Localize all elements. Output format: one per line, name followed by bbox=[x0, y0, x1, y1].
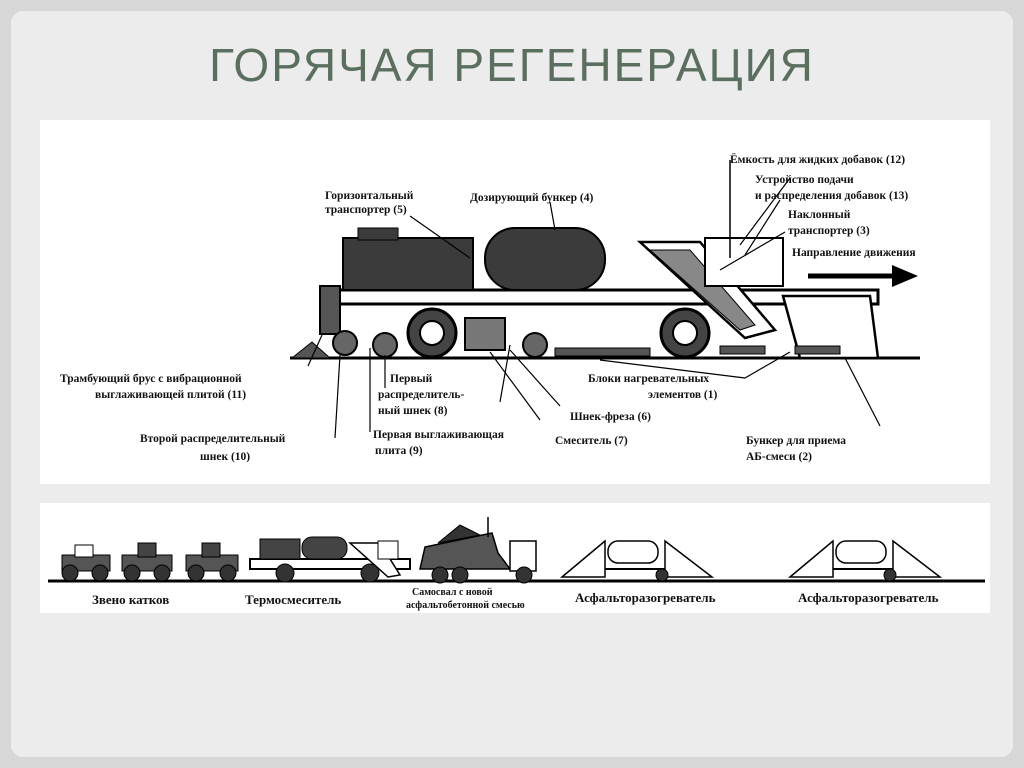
label-first-auger-1: Первый bbox=[390, 373, 433, 385]
label-rollers: Звено катков bbox=[92, 592, 169, 607]
mixer-auger bbox=[522, 332, 548, 358]
asphalt-heater-2 bbox=[787, 539, 943, 582]
label-direction: Направление движения bbox=[792, 247, 916, 259]
label-inclined-conveyor-2: транспортер (3) bbox=[788, 225, 870, 237]
label-heater-1: Асфальторазогреватель bbox=[575, 590, 716, 605]
label-receiving-hopper-1: Бункер для приема bbox=[746, 435, 846, 447]
label-thermomixer: Термосмеситель bbox=[245, 592, 341, 607]
roller-3 bbox=[185, 542, 239, 582]
label-second-auger-2: шнек (10) bbox=[200, 451, 250, 463]
label-feed-device-2: и распределения добавок (13) bbox=[755, 190, 908, 202]
label-inclined-conveyor-1: Наклонный bbox=[788, 209, 851, 221]
screed-auger-2 bbox=[372, 332, 398, 358]
leader-lines bbox=[307, 177, 881, 439]
label-feed-device-1: Устройство подачи bbox=[755, 174, 854, 186]
asphalt-heater-1 bbox=[559, 539, 715, 582]
label-heating-blocks-1: Блоки нагревательных bbox=[588, 373, 709, 385]
machine-train-panel: Звено катков Термосмеситель Самосвал с н… bbox=[40, 503, 990, 613]
dosing-bunker bbox=[484, 227, 606, 291]
heating-block-2 bbox=[719, 345, 766, 355]
wheel-rear-hub bbox=[672, 320, 698, 346]
label-first-plate-1: Первая выглаживающая bbox=[373, 429, 504, 441]
dump-truck bbox=[419, 517, 537, 584]
material-heap bbox=[342, 237, 474, 291]
heating-block-1 bbox=[554, 347, 651, 357]
heating-block-3 bbox=[794, 345, 841, 355]
label-heating-blocks-2: элементов (1) bbox=[648, 389, 718, 401]
label-heater-2: Асфальторазогреватель bbox=[798, 590, 939, 605]
roller-1 bbox=[61, 544, 111, 582]
machine-train: Звено катков Термосмеситель Самосвал с н… bbox=[48, 517, 985, 611]
screed-auger-1 bbox=[332, 330, 358, 356]
liquid-additives-tank bbox=[704, 237, 784, 287]
label-milling-auger: Шнек-фреза (6) bbox=[570, 411, 651, 423]
label-tamping-bar-2: выглаживающей плитой (11) bbox=[95, 389, 246, 401]
label-first-auger-2: распределитель- bbox=[378, 389, 465, 401]
material-heap-top bbox=[357, 227, 399, 241]
roller-2 bbox=[121, 542, 173, 582]
label-horizontal-conveyor-2: транспортер (5) bbox=[325, 204, 407, 216]
tamping-bar bbox=[290, 341, 332, 359]
label-dump-truck-1: Самосвал с новой bbox=[412, 587, 493, 598]
machine-schematic: Горизонтальный транспортер (5) Дозирующи… bbox=[60, 152, 920, 463]
machine-schematic-panel: Горизонтальный транспортер (5) Дозирующи… bbox=[40, 120, 990, 484]
receiving-hopper bbox=[781, 294, 880, 360]
frame-rear-block bbox=[319, 285, 341, 335]
label-dosing-bunker: Дозирующий бункер (4) bbox=[470, 192, 594, 204]
mixer-unit bbox=[464, 317, 506, 351]
inclined-conveyor-belt bbox=[648, 249, 756, 331]
label-dump-truck-2: асфальтобетонной смесью bbox=[406, 600, 525, 611]
wheel-front-hub bbox=[419, 320, 445, 346]
label-mixer: Смеситель (7) bbox=[555, 435, 628, 447]
direction-arrow-head bbox=[892, 265, 918, 287]
label-second-auger-1: Второй распределительный bbox=[140, 433, 286, 445]
label-horizontal-conveyor-1: Горизонтальный bbox=[325, 190, 414, 202]
label-receiving-hopper-2: АБ-смеси (2) bbox=[746, 451, 812, 463]
thermomixer bbox=[249, 536, 411, 583]
slide-title: ГОРЯЧАЯ РЕГЕНЕРАЦИЯ bbox=[209, 39, 815, 91]
label-liquid-tank: Ёмкость для жидких добавок (12) bbox=[730, 152, 905, 166]
label-first-auger-3: ный шнек (8) bbox=[378, 405, 448, 417]
label-tamping-bar-1: Трамбующий брус с вибрационной bbox=[60, 373, 242, 385]
label-first-plate-2: плита (9) bbox=[375, 445, 423, 457]
